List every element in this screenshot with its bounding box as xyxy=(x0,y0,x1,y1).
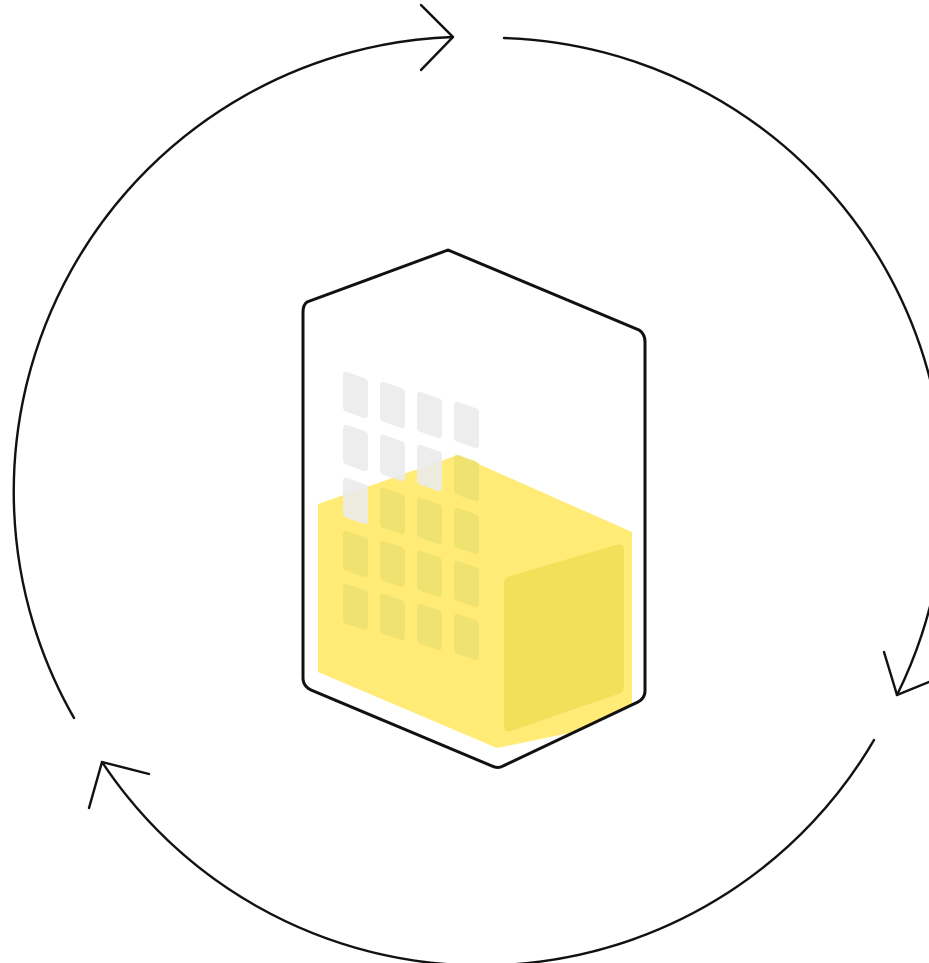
grid-cell-r1-c4 xyxy=(454,401,479,449)
cycle-arc-top-left xyxy=(12,35,455,720)
grid-cell-r2-c1 xyxy=(343,424,368,472)
clockwise-cycle-arrows-icon xyxy=(12,3,929,963)
arrow-head-left-icon xyxy=(87,760,151,810)
fill-block-side xyxy=(503,544,624,732)
filling-container-icon xyxy=(301,248,647,769)
grid-cell-r4-c4 xyxy=(454,560,479,608)
grid-cell-r4-c1 xyxy=(343,530,368,578)
cycle-arc-bottom xyxy=(100,738,876,963)
grid-cell-r2-c4 xyxy=(454,454,479,502)
grid-cell-r2-c2 xyxy=(380,434,405,482)
grid-cell-r3-c3 xyxy=(417,497,442,545)
cell-grid xyxy=(343,371,479,661)
grid-cell-r1-c3 xyxy=(417,391,442,439)
grid-cell-r3-c1 xyxy=(343,477,368,525)
grid-cell-r5-c3 xyxy=(417,603,442,651)
grid-cell-r4-c3 xyxy=(417,550,442,598)
grid-cell-r5-c4 xyxy=(454,613,479,661)
grid-cell-r3-c4 xyxy=(454,507,479,555)
container-outline xyxy=(301,248,647,769)
grid-cell-r4-c2 xyxy=(380,540,405,588)
grid-cell-r5-c1 xyxy=(343,583,368,631)
cycle-arc-top-right xyxy=(502,36,929,697)
grid-cell-r5-c2 xyxy=(380,593,405,641)
arrow-head-top-icon xyxy=(419,3,455,72)
grid-cell-r3-c2 xyxy=(380,487,405,535)
grid-cell-r2-c3 xyxy=(417,444,442,492)
grid-cell-r1-c2 xyxy=(380,381,405,429)
arrow-head-right-icon xyxy=(882,650,929,697)
grid-cell-r1-c1 xyxy=(343,371,368,419)
